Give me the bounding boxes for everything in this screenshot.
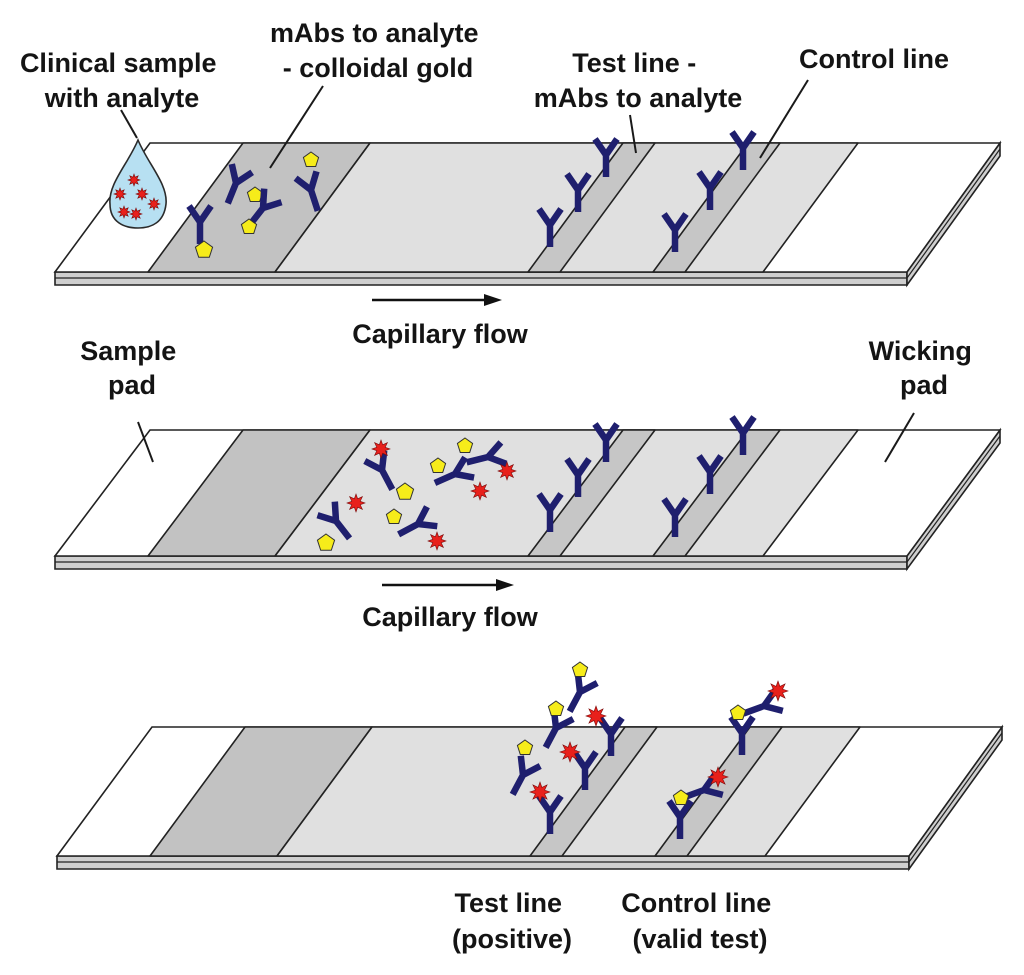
label-clinical-sample: Clinical sample with analyte <box>20 48 224 113</box>
strip-side-line <box>908 732 1003 863</box>
gold-particle <box>456 437 474 453</box>
label-control-line-top: Control line <box>799 44 949 74</box>
molecules <box>186 130 789 839</box>
leader-wicking-pad <box>884 412 915 463</box>
antibody <box>592 422 620 462</box>
label-test-line-top: Test line - mAbs to analyte <box>534 48 743 113</box>
analyte <box>707 766 729 788</box>
leader-mabs-gold <box>269 85 324 169</box>
antibody <box>571 750 599 790</box>
analyte <box>427 531 447 551</box>
leader-test-line <box>629 114 637 154</box>
gold-particle <box>672 789 690 805</box>
test-line-band <box>529 726 658 857</box>
analyte <box>559 741 581 763</box>
antibody <box>696 170 724 210</box>
strip-side-line <box>906 435 1001 563</box>
leader-sample-pad <box>137 421 154 463</box>
antibody <box>536 207 564 247</box>
gold-particle <box>316 533 336 551</box>
antibody <box>224 163 254 205</box>
strip-side-line <box>906 148 1001 279</box>
antibody <box>316 501 353 541</box>
gold-particle <box>194 240 214 258</box>
leader-control-line <box>759 79 809 159</box>
label-control-line-bottom: Control line (valid test) <box>621 888 779 954</box>
flow-arrow <box>382 579 514 591</box>
antibody <box>186 204 214 244</box>
analyte <box>129 207 143 221</box>
antibody <box>564 172 592 212</box>
analyte <box>497 461 517 481</box>
antibody <box>465 440 508 467</box>
control-line-band <box>652 429 781 557</box>
analyte <box>767 680 789 702</box>
antibody <box>729 130 757 170</box>
antibody <box>592 137 620 177</box>
analyte <box>113 187 127 201</box>
label-sample-pad: Sample pad <box>80 336 184 400</box>
gold-particle <box>571 661 589 677</box>
label-mabs-gold: mAbs to analyte - colloidal gold <box>270 18 486 83</box>
antibody <box>536 492 564 532</box>
label-wicking-pad: Wicking pad <box>869 336 980 400</box>
gold-particle <box>385 508 403 524</box>
antibody <box>509 755 542 796</box>
membrane <box>276 726 861 857</box>
analyte <box>346 493 366 513</box>
gold-particle <box>302 151 320 167</box>
antibody <box>696 454 724 494</box>
antibody <box>661 212 689 252</box>
analyte <box>470 481 490 501</box>
gold-particle <box>729 704 747 720</box>
flow-arrow <box>372 294 502 306</box>
analyte <box>585 705 607 727</box>
sample-drop <box>109 137 167 229</box>
label-capillary-flow-2: Capillary flow <box>362 602 539 632</box>
gold-particle <box>395 482 415 500</box>
antibody <box>661 497 689 537</box>
label-test-line-bottom: Test line (positive) <box>452 888 572 954</box>
test-line-band <box>527 429 656 557</box>
gold-particle <box>547 700 565 716</box>
antibody <box>397 505 438 538</box>
gold-particle <box>240 218 258 234</box>
membrane <box>274 142 859 273</box>
label-capillary-flow-1: Capillary flow <box>352 319 529 349</box>
test-line-band <box>527 142 656 273</box>
leader-lines <box>120 79 915 463</box>
test-strip <box>53 427 1002 572</box>
antibody <box>666 799 694 839</box>
antibody <box>564 457 592 497</box>
analyte <box>371 439 391 459</box>
gold-particle <box>516 739 534 755</box>
antibody <box>729 415 757 455</box>
flow-arrows <box>372 294 514 591</box>
analyte <box>135 187 149 201</box>
analyte <box>117 205 131 219</box>
test-strip <box>55 724 1004 872</box>
analyte <box>529 781 551 803</box>
leader-clinical-sample <box>120 109 138 139</box>
analyte <box>147 197 161 211</box>
antibody <box>433 455 475 486</box>
antibody <box>293 170 321 212</box>
analyte <box>127 173 141 187</box>
gold-particle <box>429 457 447 473</box>
